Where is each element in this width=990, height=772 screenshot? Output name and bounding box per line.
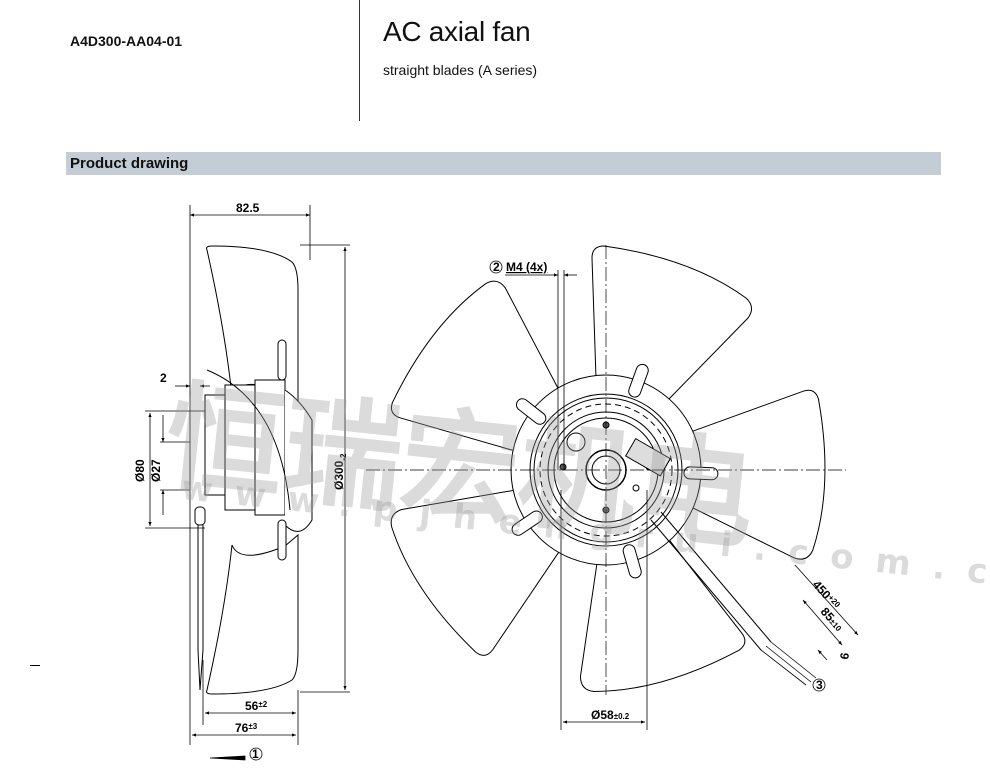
dim-strip-6: 6	[837, 651, 852, 660]
section-header-product-drawing: Product drawing	[66, 152, 941, 175]
dim-dia-300: Ø300-2	[332, 453, 348, 490]
dim-dia-27: Ø27	[149, 459, 163, 482]
section-title: Product drawing	[70, 155, 189, 172]
model-number: A4D300-AA04-01	[70, 33, 183, 49]
side-view	[194, 245, 313, 695]
side-view-dimensions	[145, 205, 350, 761]
callout-3: 3	[816, 678, 823, 692]
dim-dia-58: Ø58±0.2	[591, 708, 630, 722]
cable	[650, 511, 817, 686]
front-view-dimensions	[489, 260, 859, 730]
dim-offset: 2	[160, 371, 167, 385]
page-title: AC axial fan	[383, 16, 531, 47]
dim-dia-80: Ø80	[133, 459, 147, 482]
dim-cable-85: 85±10	[818, 605, 847, 635]
dim-width-overall: 82.5	[236, 201, 260, 215]
dim-depth-76: 76±3	[235, 721, 258, 735]
callout-2: 2	[493, 260, 500, 274]
header-divider	[359, 0, 360, 121]
margin-mark	[30, 665, 40, 666]
dim-depth-56: 56±2	[245, 699, 268, 713]
callout-1: 1	[252, 747, 259, 761]
thread-spec: M4 (4x)	[506, 260, 547, 274]
page-subtitle: straight blades (A series)	[383, 62, 538, 78]
front-view	[356, 245, 865, 738]
